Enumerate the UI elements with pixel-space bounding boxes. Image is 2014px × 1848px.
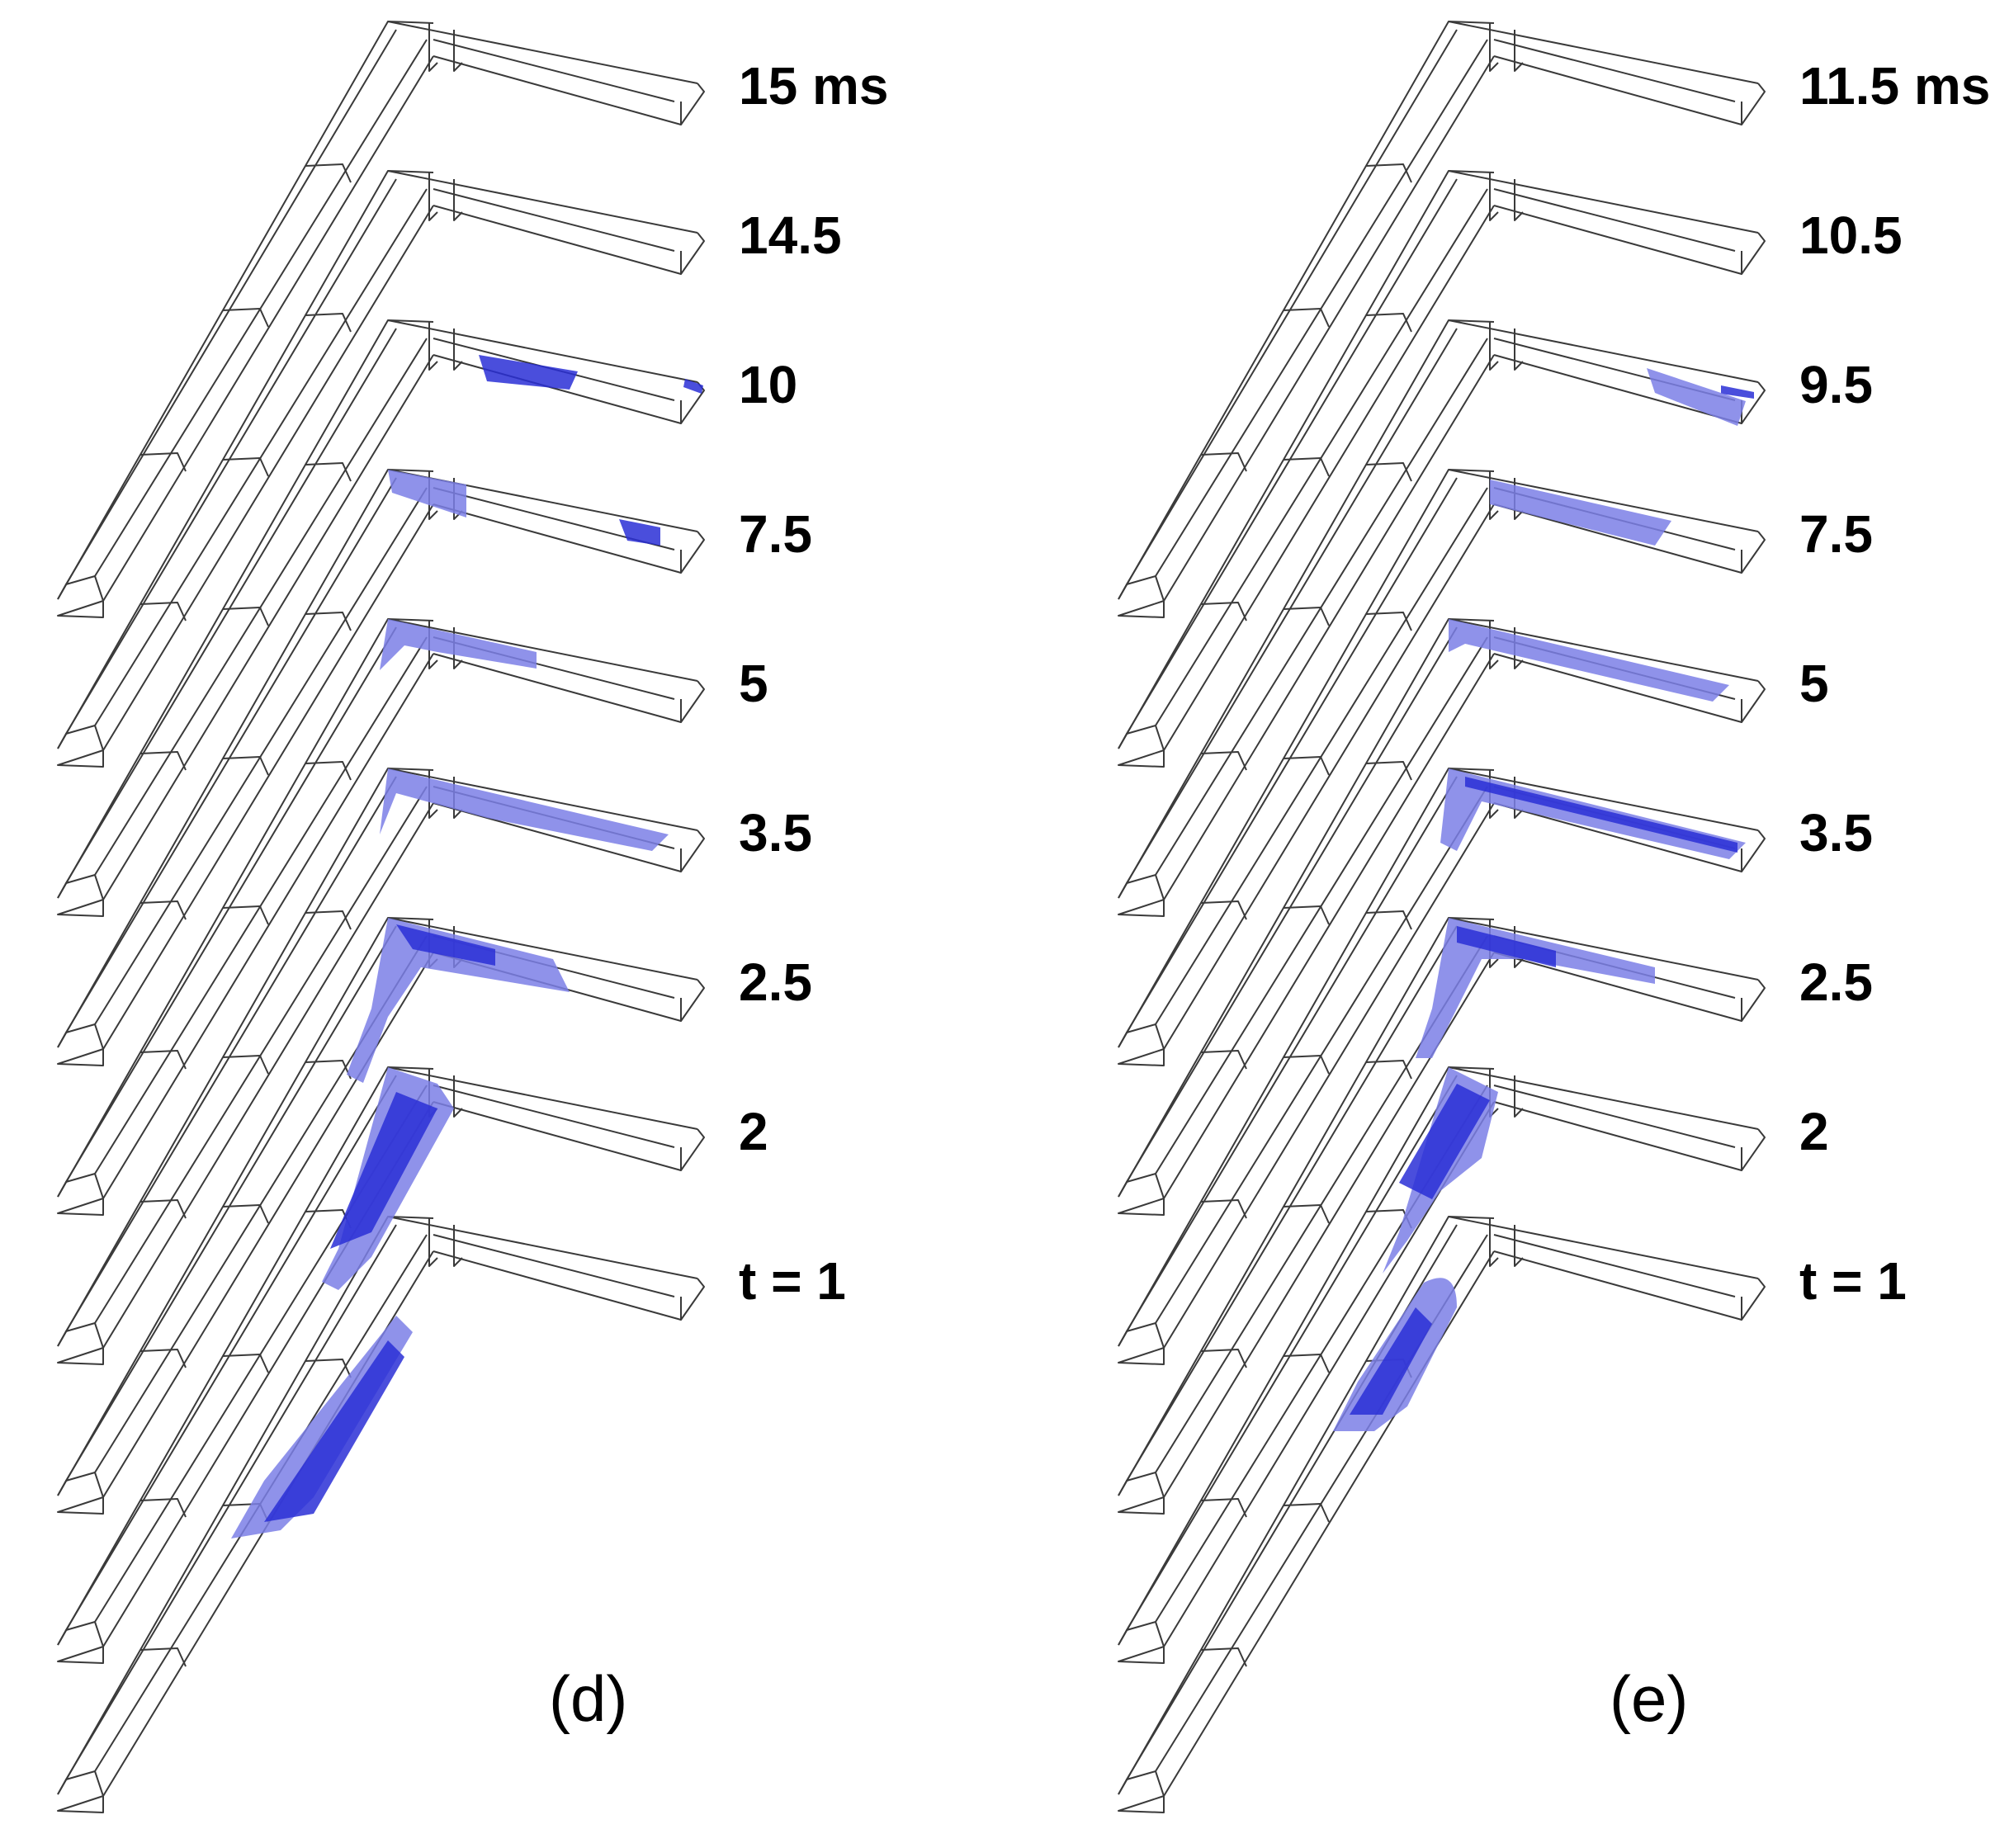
channel-wireframe xyxy=(57,768,705,1365)
liquid-region xyxy=(1399,1084,1490,1199)
channel-wireframe xyxy=(1118,21,1766,618)
time-label: 11.5 ms xyxy=(1799,56,1990,116)
time-label: 2 xyxy=(1799,1102,1829,1161)
time-label: 2.5 xyxy=(739,952,812,1012)
liquid-region xyxy=(683,379,703,394)
channel-wireframe xyxy=(1118,170,1766,768)
time-label: 2.5 xyxy=(1799,952,1873,1012)
liquid-region xyxy=(1647,368,1746,426)
panel-d: 15 ms 14.5 10 7.5 5 3.5 2.5 2 t = 1 (d) xyxy=(57,21,888,1813)
time-label: 3.5 xyxy=(1799,803,1873,863)
liquid-region xyxy=(1449,619,1729,702)
liquid-region xyxy=(1721,385,1754,399)
time-label: 5 xyxy=(1799,654,1829,713)
time-label: 15 ms xyxy=(739,56,888,116)
time-label: t = 1 xyxy=(1799,1251,1907,1311)
liquid-region xyxy=(396,924,495,966)
time-label: 2 xyxy=(739,1102,768,1161)
liquid-region xyxy=(388,470,466,518)
channel-wireframe xyxy=(57,21,705,618)
channel-wireframe xyxy=(57,170,705,768)
panel-e: 11.5 ms 10.5 9.5 7.5 5 3.5 2.5 2 t = 1 (e) xyxy=(1118,21,1990,1813)
time-label: 10.5 xyxy=(1799,206,1903,265)
liquid-region xyxy=(380,768,669,851)
liquid-region xyxy=(347,918,570,1083)
liquid-region xyxy=(380,619,537,670)
time-label: 9.5 xyxy=(1799,355,1873,414)
liquid-region xyxy=(1416,918,1655,1058)
time-label: 7.5 xyxy=(1799,504,1873,564)
time-label: 14.5 xyxy=(739,206,842,265)
liquid-region xyxy=(619,519,660,546)
liquid-region xyxy=(264,1340,404,1522)
liquid-region xyxy=(1350,1307,1432,1415)
time-label: 3.5 xyxy=(739,803,812,863)
liquid-region xyxy=(1490,480,1671,546)
time-label: 10 xyxy=(739,355,797,414)
liquid-region xyxy=(1457,926,1556,967)
panel-label: (e) xyxy=(1610,1662,1688,1735)
time-label: 7.5 xyxy=(739,504,812,564)
panel-label: (d) xyxy=(549,1662,627,1735)
channel-wireframe xyxy=(1118,768,1766,1365)
liquid-region xyxy=(330,1092,437,1249)
channel-wireframe xyxy=(1118,319,1766,917)
time-label: t = 1 xyxy=(739,1251,846,1311)
liquid-region xyxy=(1465,777,1737,853)
liquid-region xyxy=(479,355,578,390)
time-label: 5 xyxy=(739,654,768,713)
